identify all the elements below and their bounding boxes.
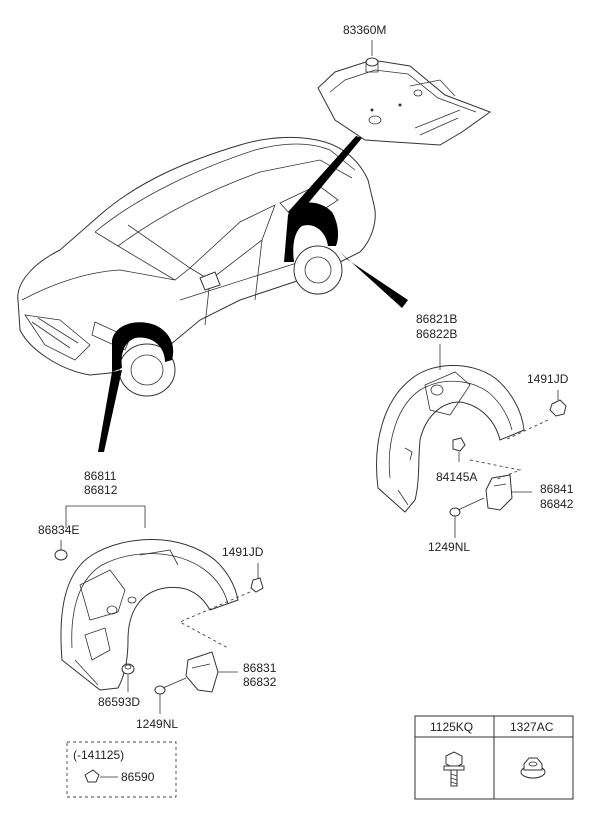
front-guard-bracket <box>65 505 146 528</box>
label-rear-nut: 84145A <box>436 470 477 484</box>
label-rear-flap-2: 86842 <box>540 497 574 511</box>
variant-box <box>66 741 177 798</box>
front-clip-icon <box>250 577 264 593</box>
label-front-screw: 1249NL <box>136 717 178 731</box>
bolt-icon <box>443 751 465 787</box>
label-rear-flap-1: 86841 <box>540 482 574 496</box>
label-front-guard-2: 86812 <box>84 483 118 497</box>
front-washer-icon <box>54 549 68 561</box>
label-front-clip: 1491JD <box>222 545 264 559</box>
rear-nut-icon <box>452 437 466 452</box>
label-front-flap-2: 86832 <box>243 675 277 689</box>
fastener-table <box>414 715 574 800</box>
label-front-flap-1: 86831 <box>243 661 277 675</box>
front-mud-flap <box>185 651 219 693</box>
front-screw-icon <box>154 677 187 695</box>
label-rear-guard-2: 86822B <box>416 327 457 341</box>
variant-clip-icon <box>84 769 100 783</box>
rear-screw-icon <box>449 497 485 517</box>
car-illustration <box>17 136 408 452</box>
under-cover-panel <box>317 57 492 146</box>
rear-mud-flap <box>485 474 513 511</box>
table-header-col1: 1125KQ <box>430 720 473 734</box>
label-rear-guard-1: 86821B <box>416 312 457 326</box>
variant-part: 86590 <box>121 770 155 784</box>
label-front-guard-1: 86811 <box>84 469 117 483</box>
variant-condition: (-141125) <box>73 748 124 762</box>
table-header-col2: 1327AC <box>510 720 554 734</box>
front-grommet-icon <box>121 663 135 675</box>
label-front-washer: 86834E <box>38 523 79 537</box>
label-rear-clip: 1491JD <box>527 372 569 386</box>
label-rear-screw: 1249NL <box>428 540 470 554</box>
flange-nut-icon <box>520 757 546 779</box>
label-under-cover: 83360M <box>343 23 386 37</box>
rear-wheel-guard <box>376 365 525 513</box>
label-front-grommet: 86593D <box>98 695 140 709</box>
rear-clip-icon <box>549 399 567 417</box>
